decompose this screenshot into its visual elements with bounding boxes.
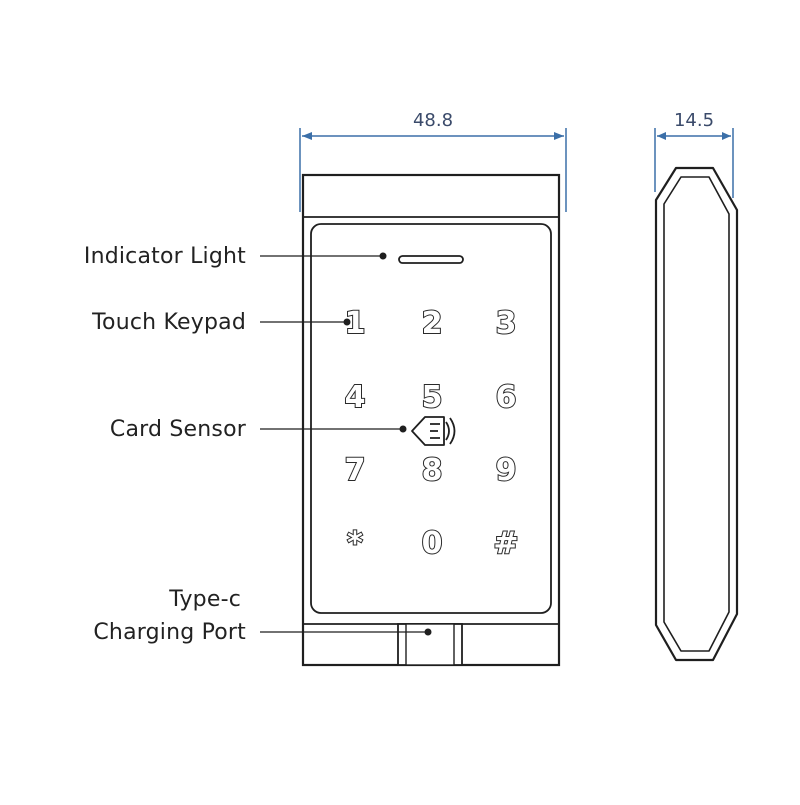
key-8: 8 xyxy=(422,453,443,488)
key-hash: # xyxy=(493,526,518,561)
label-indicator-light: Indicator Light xyxy=(84,244,246,269)
label-type-c: Type-c xyxy=(168,587,241,612)
label-charging-port: Charging Port xyxy=(93,620,246,645)
key-0: 0 xyxy=(422,526,443,561)
label-touch-keypad: Touch Keypad xyxy=(91,310,246,335)
front-width-dimension: 48.8 xyxy=(299,110,567,212)
key-1: 1 xyxy=(345,306,366,341)
side-depth-label: 14.5 xyxy=(674,110,714,131)
key-3: 3 xyxy=(496,306,517,341)
indicator-light-bar xyxy=(398,255,464,264)
callout-labels: Indicator Light Touch Keypad Card Sensor… xyxy=(84,244,247,645)
side-depth-dimension: 14.5 xyxy=(654,110,734,198)
hand-card-icon xyxy=(411,416,456,446)
front-view: 1 2 3 4 5 6 7 8 9 * 0 # xyxy=(301,173,561,667)
keypad-grid: 1 2 3 4 5 6 7 8 9 * 0 # xyxy=(344,305,520,562)
front-width-label: 48.8 xyxy=(413,110,453,131)
key-6: 6 xyxy=(496,380,517,415)
side-view xyxy=(654,166,739,662)
key-4: 4 xyxy=(345,380,366,415)
key-7: 7 xyxy=(345,453,366,488)
key-2: 2 xyxy=(422,306,443,341)
key-5: 5 xyxy=(422,380,443,415)
key-9: 9 xyxy=(496,453,517,488)
callout-lines xyxy=(260,252,432,636)
key-star: * xyxy=(347,526,363,561)
side-housing-inner xyxy=(663,176,730,652)
label-card-sensor: Card Sensor xyxy=(110,417,247,442)
